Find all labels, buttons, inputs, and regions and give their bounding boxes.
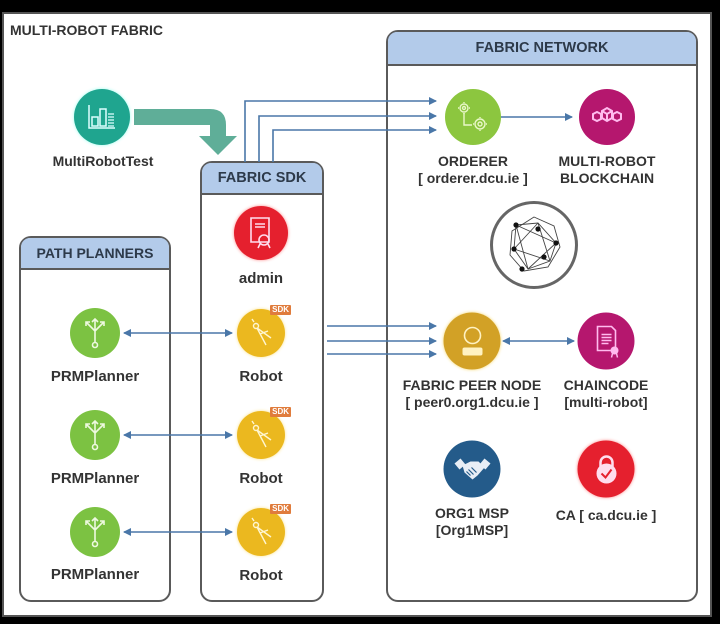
label-peer: FABRIC PEER NODE [402,377,542,393]
node-robot: SDK [237,504,291,556]
node-admin [234,206,288,260]
group-header: PATH PLANNERS [21,238,169,270]
node-robot: SDK [237,305,291,357]
node-prmplanner [70,410,120,460]
branching-arrows-icon [85,419,105,451]
node-robot: SDK [237,407,291,459]
node-blockchain [579,89,635,145]
sdk-badge: SDK [270,407,291,417]
sublabel-chaincode: [multi-robot] [564,394,648,410]
label-prmplanner: PRMPlanner [50,368,140,385]
node-chaincode [577,312,635,370]
label-multirobottest: MultiRobotTest [52,153,154,169]
node-multirobottest [74,89,130,145]
branching-arrows-icon [85,317,105,349]
edge-sdk-to-orderer-1 [244,97,437,162]
handshake-icon [454,458,490,479]
user-icon [462,326,482,355]
sdk-badge: SDK [270,504,291,514]
gears-workflow-icon [458,102,487,131]
sublabel-blockchain: BLOCKCHAIN [559,170,655,186]
certificate-icon [250,217,271,249]
node-orderer [445,89,501,145]
certificate-document-icon [596,325,618,358]
sdk-badge: SDK [270,305,291,315]
compass-tool-icon [251,420,272,448]
label-robot: Robot [239,368,283,385]
node-hyperledger [490,201,578,289]
label-msp: ORG1 MSP [435,505,509,521]
group-fabric-network: FABRIC NETWORK [386,30,698,602]
label-chaincode: CHAINCODE [563,377,649,393]
node-ca [577,440,635,498]
sublabel-orderer: [ orderer.dcu.ie ] [418,170,528,186]
group-header: FABRIC SDK [202,163,322,195]
hyperledger-logo-icon [509,216,561,272]
compass-tool-icon [251,517,272,545]
node-peer [443,312,501,370]
label-robot: Robot [239,567,283,584]
diagram-title: MULTI-ROBOT FABRIC [10,22,163,38]
sublabel-peer: [ peer0.org1.dcu.ie ] [405,394,539,410]
label-orderer: ORDERER [437,153,509,169]
sublabel-msp: [Org1MSP] [435,522,509,538]
edge-sdk-to-orderer-2 [258,112,437,162]
label-prmplanner: PRMPlanner [50,470,140,487]
edge-sdk-to-orderer-3 [272,126,437,162]
label-robot: Robot [239,470,283,487]
node-msp [443,440,501,498]
group-header: FABRIC NETWORK [388,32,696,66]
node-prmplanner [70,308,120,358]
compass-tool-icon [251,318,272,346]
blockchain-icon [592,106,622,123]
padlock-check-icon [596,454,616,483]
node-prmplanner [70,507,120,557]
branching-arrows-icon [85,516,105,548]
bar-chart-icon [88,105,115,129]
label-admin: admin [238,270,284,287]
label-prmplanner: PRMPlanner [50,566,140,583]
edge-test-to-sdk [134,109,237,155]
label-ca: CA [ ca.dcu.ie ] [555,507,657,523]
label-blockchain: MULTI-ROBOT [558,153,656,169]
